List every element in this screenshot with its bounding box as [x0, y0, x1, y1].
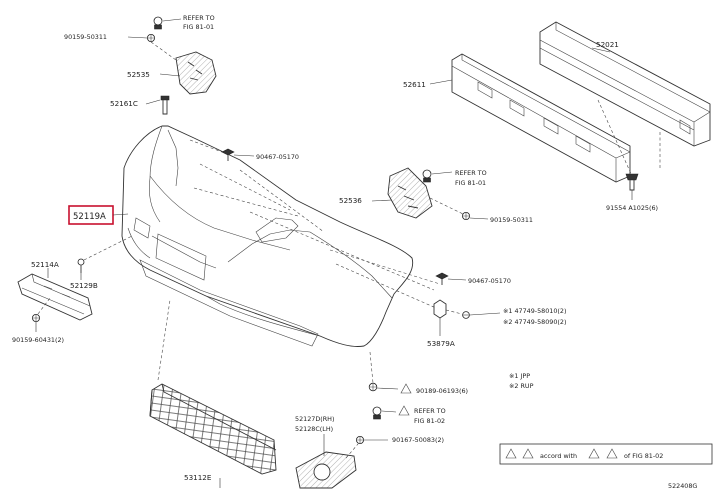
diagram-id: 522408G [668, 482, 697, 490]
clip-icon [77, 258, 85, 273]
part-47749-58090: ※2 47749-58090(2) [503, 318, 566, 326]
warning-triangle-icon [522, 448, 534, 459]
reinforcement-beam [539, 21, 711, 147]
clip-icon [221, 148, 235, 161]
part-52161c: 52161C [110, 99, 138, 108]
part-90467-05170-mid: 90467-05170 [468, 277, 511, 285]
absorber-52611-group: 52611 [403, 53, 631, 183]
warning-triangle-icon [588, 448, 600, 459]
lower-grille-group: 53112E [149, 299, 277, 488]
screw-icon [32, 313, 41, 322]
screw-90189-group: 90189-06193(6) [368, 351, 468, 395]
part-52536: 52536 [339, 196, 362, 205]
screw-icon [462, 311, 470, 319]
retainer-52536-group: REFER TO FIG 81-01 52536 90159-50311 [339, 167, 533, 224]
legend-rup: ※2 RUP [509, 382, 534, 390]
bumper-outline [121, 125, 414, 347]
bolt-icon [625, 173, 639, 191]
refer-fig-label-low: FIG 81-02 [414, 417, 445, 425]
part-52114a: 52114A [31, 260, 59, 269]
clip-icon [372, 406, 382, 420]
part-90159-50311-top: 90159-50311 [64, 33, 107, 41]
part-52021: 52021 [596, 40, 619, 49]
warning-triangle-icon [505, 448, 517, 459]
part-47749-58010: ※1 47749-58010(2) [503, 307, 566, 315]
part-90189-06193: 90189-06193(6) [416, 387, 468, 395]
note-of-fig: of FIG 81-02 [624, 452, 663, 460]
warning-triangle-icon [400, 383, 412, 394]
part-90159-50311-mid: 90159-50311 [490, 216, 533, 224]
part-52129b: 52129B [70, 281, 98, 290]
energy-absorber [451, 53, 631, 183]
part-53112e: 53112E [184, 473, 212, 482]
part-52128c: 52128C(LH) [295, 425, 333, 433]
bumper-cover-52119a: 52119A [68, 125, 441, 347]
part-53879a: 53879A [427, 339, 455, 348]
clip-icon [153, 16, 163, 30]
clip-90467-top-group: 90467-05170 [189, 139, 299, 161]
bracket-52114a-group: 52114A 52129B 90159-60431(2) [12, 235, 133, 344]
screw-icon [355, 435, 364, 444]
clip-90467-mid-group: 90467-05170 [435, 272, 511, 285]
screw-icon [146, 34, 155, 43]
clip-47749-group: ※1 47749-58010(2) ※2 47749-58090(2) 5387… [427, 299, 566, 348]
note-accord-with: accord with [540, 452, 577, 460]
market-legend: ※1 JPP ※2 RUP [509, 372, 534, 390]
clip-icon [422, 169, 432, 183]
part-52119a: 52119A [73, 212, 106, 222]
screw-icon [368, 382, 378, 392]
part-52127d: 52127D(RH) [295, 415, 334, 423]
reinforcement-52021-group: 52021 [539, 21, 711, 147]
part-90467-05170-top: 90467-05170 [256, 153, 299, 161]
note-box: accord with of FIG 81-02 [499, 443, 713, 465]
part-90159-60431: 90159-60431(2) [12, 336, 64, 344]
refer-fig-label-mid: FIG 81-01 [455, 179, 486, 187]
clip-icon [435, 272, 449, 285]
legend-jpp: ※1 JPP [509, 372, 530, 380]
clip-icon [433, 299, 447, 319]
part-91554: 91554 A1025(6) [606, 204, 658, 212]
refer-to-label-top: REFER TO [183, 14, 215, 22]
part-52611: 52611 [403, 80, 426, 89]
retainer-52535-group: REFER TO FIG 81-01 90159-50311 52535 [64, 14, 217, 95]
pin-52161c-group: 52161C [110, 95, 170, 115]
warning-triangle-icon [606, 448, 618, 459]
bolt-91554-group: 91554 A1025(6) [597, 99, 661, 212]
screw-icon [461, 211, 470, 220]
warning-triangle-icon [398, 405, 410, 416]
part-90167-50083: 90167-50083(2) [392, 436, 444, 444]
license-plate-mount [155, 233, 207, 281]
refer-fig-label-top: FIG 81-01 [183, 23, 214, 31]
refer-to-label-low: REFER TO [414, 407, 446, 415]
bracket-52536-shape [387, 167, 433, 219]
refer-to-label-mid: REFER TO [455, 169, 487, 177]
fog-cover-group: REFER TO FIG 81-02 52127D(RH) 52128C(LH)… [295, 405, 446, 489]
bracket-52535-shape [175, 51, 217, 95]
part-52535: 52535 [127, 70, 150, 79]
lower-grille-shape [149, 383, 277, 475]
